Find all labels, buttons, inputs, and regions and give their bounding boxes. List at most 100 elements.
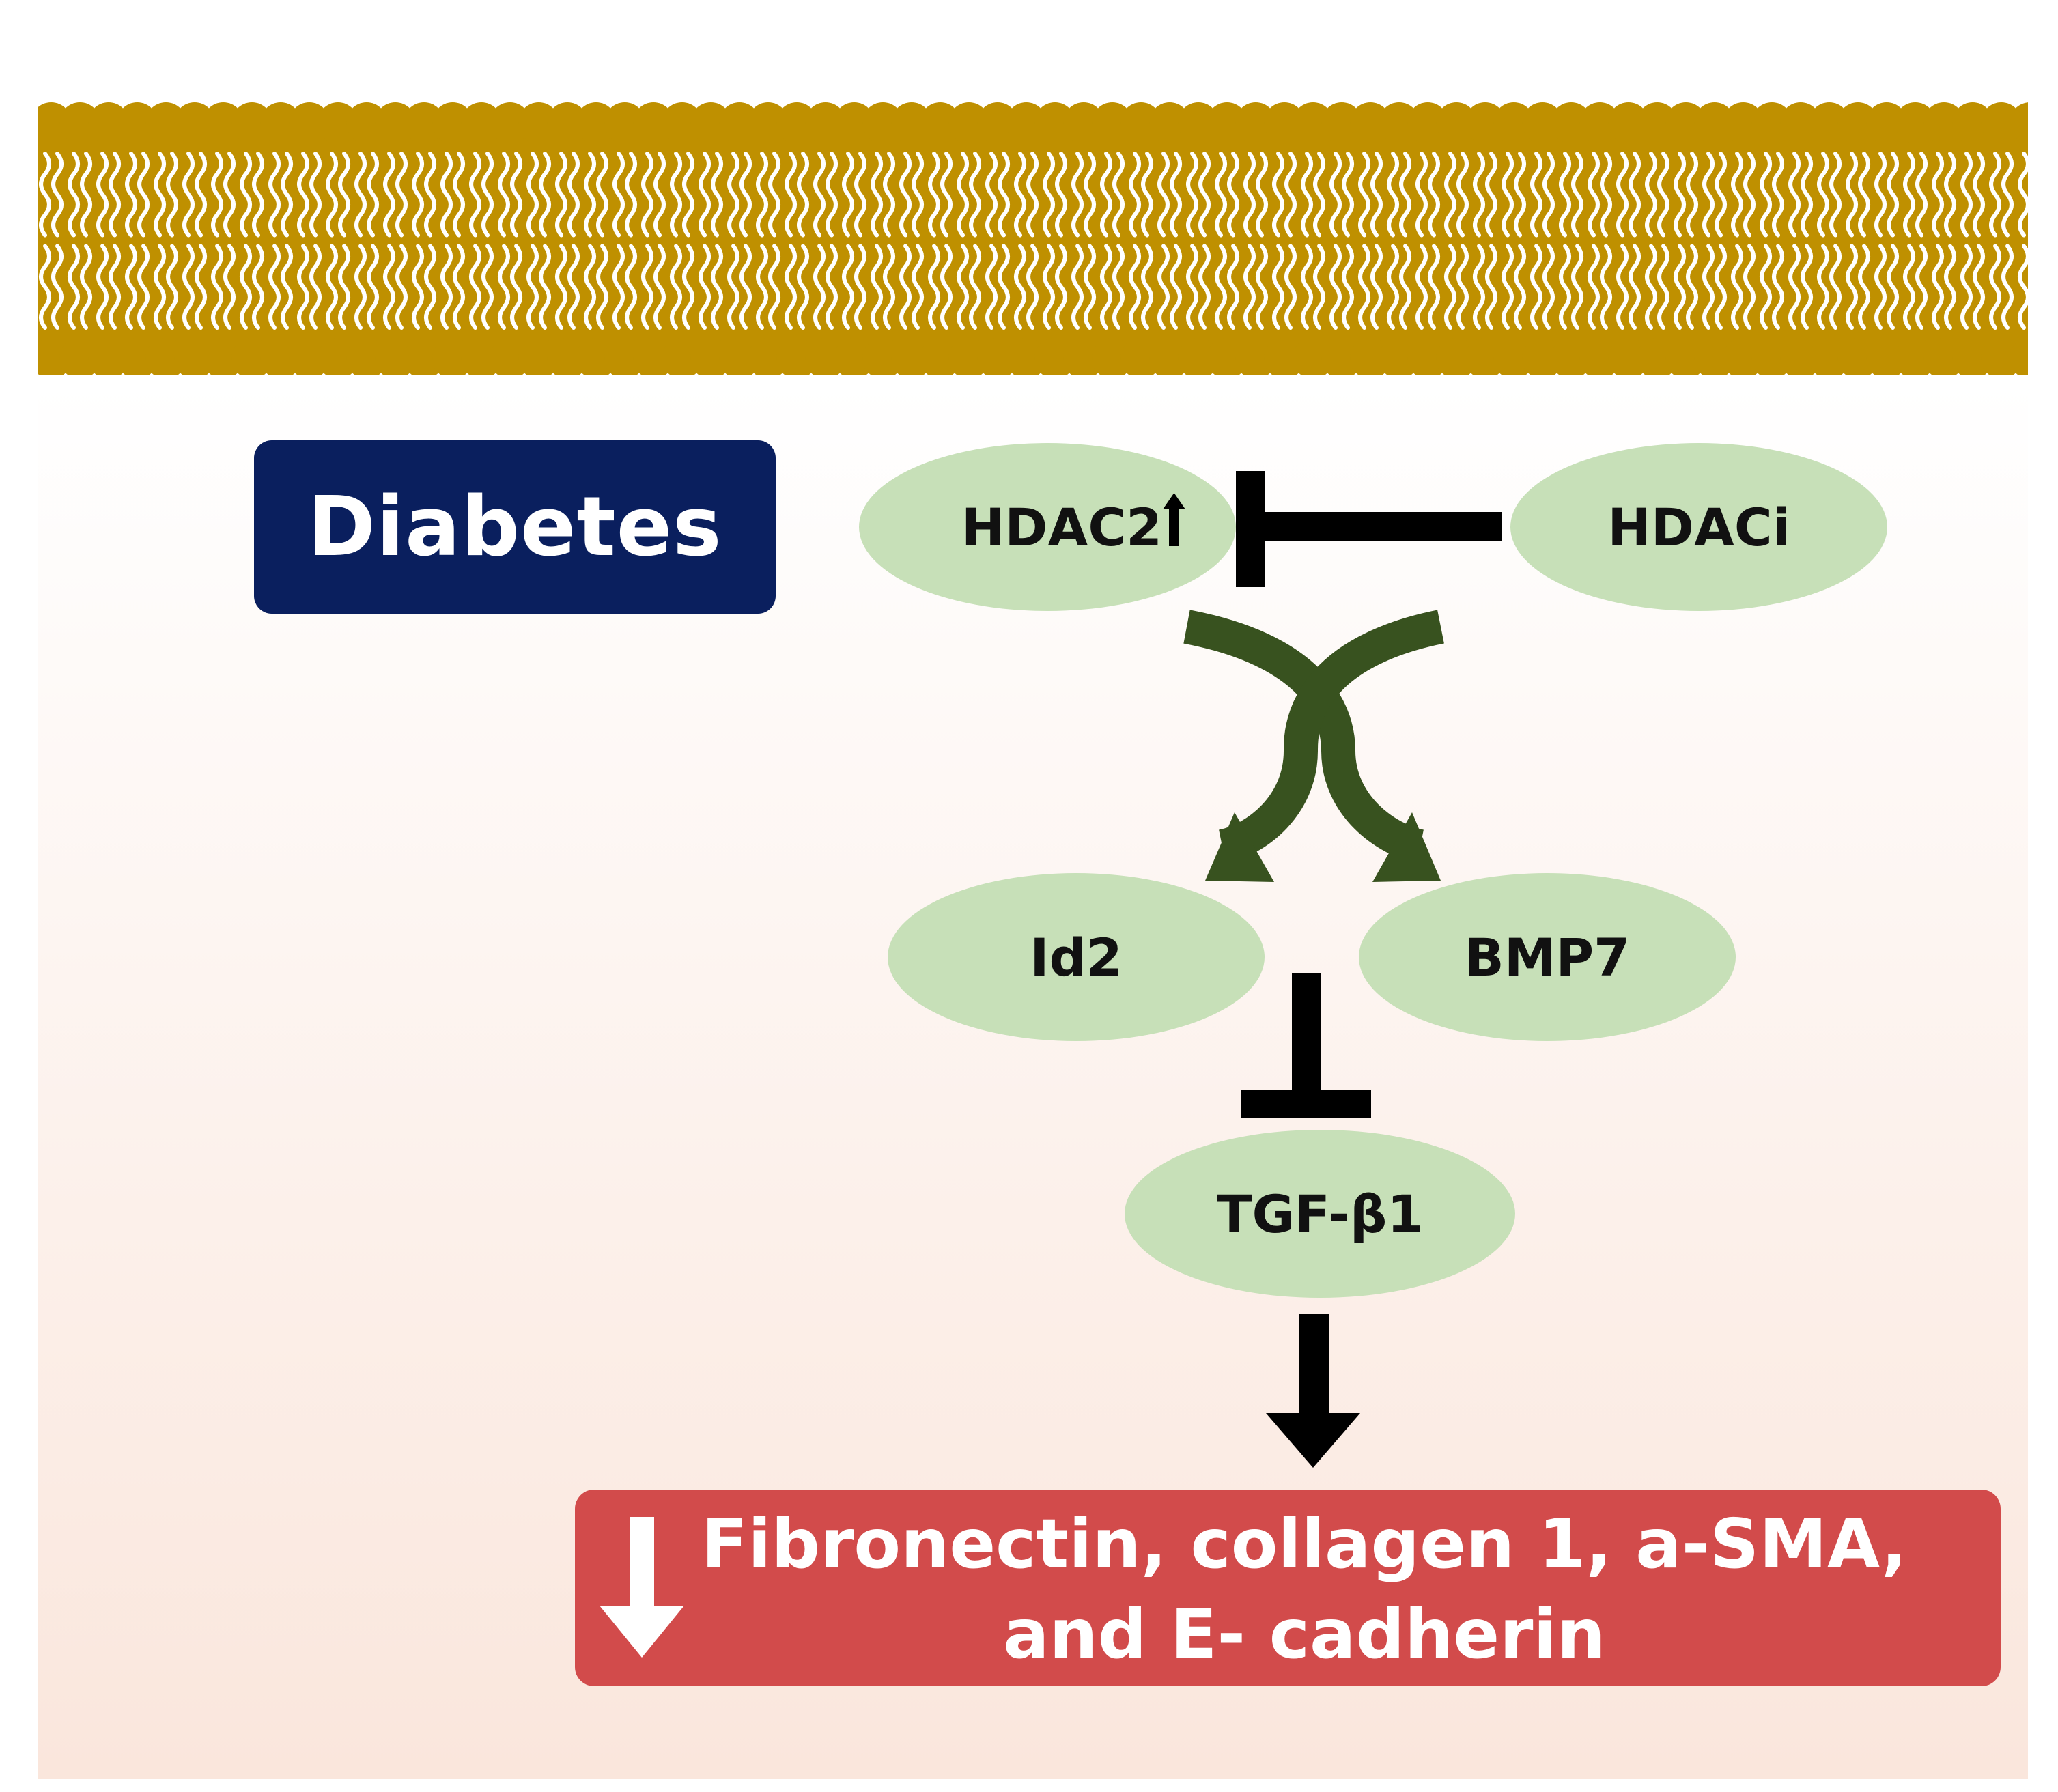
lipid-tail <box>1284 152 1297 238</box>
lipid-tail <box>1760 244 1772 330</box>
lipid-tail <box>1313 244 1325 330</box>
lipid-tail <box>1186 152 1198 238</box>
lipid-tail <box>1071 244 1084 330</box>
lipid-head-outer <box>1522 102 1563 143</box>
lipid-tail <box>211 152 223 238</box>
lipid-head-outer <box>346 102 387 143</box>
lipid-tail <box>813 244 826 330</box>
lipid-tail <box>1485 152 1497 238</box>
lipid-tail <box>1301 244 1313 330</box>
lipid-tail <box>998 244 1010 330</box>
arrowhead-bmp7 <box>1372 812 1441 882</box>
hdaci-inhibits-hdac2 <box>1236 471 1502 587</box>
lipid-tail <box>768 244 780 330</box>
lipid-head-outer <box>1178 102 1219 143</box>
lipid-tail <box>195 244 207 330</box>
lipid-tail <box>1686 152 1698 238</box>
lipid-head-outer <box>1551 102 1592 143</box>
lipid-head-outer <box>776 102 817 143</box>
lipid-tail <box>68 244 80 330</box>
lipid-tail <box>1571 244 1583 330</box>
lipid-tail <box>912 152 924 238</box>
lipid-tail <box>469 152 481 238</box>
lipid-tail <box>481 244 494 330</box>
lipid-tail <box>1071 152 1084 238</box>
lipid-tail <box>1973 244 1985 330</box>
lipid-tail <box>195 152 207 238</box>
lipid-tail <box>252 244 264 330</box>
lipid-tail <box>842 152 854 238</box>
lipid-tail <box>1760 152 1772 238</box>
lipid-head-outer <box>432 102 473 143</box>
lipid-tail <box>1129 152 1141 238</box>
lipid-tail <box>1043 244 1055 330</box>
lipid-tail <box>1588 152 1600 238</box>
lipid-tail <box>1215 152 1227 238</box>
lipid-head-outer <box>1866 102 1907 143</box>
lipid-tail <box>1702 244 1715 330</box>
lipid-tail <box>928 152 940 238</box>
lipid-tail <box>1502 152 1514 238</box>
lipid-tail <box>424 152 436 238</box>
lipid-tail <box>539 244 551 330</box>
lipid-tail <box>1370 152 1383 238</box>
diabetes-box: Diabetes <box>254 440 776 614</box>
lipid-tail <box>899 152 912 238</box>
lipid-head-outer <box>1895 102 1936 143</box>
lipid-tail <box>826 152 838 238</box>
lipid-tail <box>625 244 637 330</box>
lipid-tail <box>1256 152 1268 238</box>
hdaci-node <box>1510 443 1887 611</box>
lipid-tail <box>1989 244 2001 330</box>
lipid-tail <box>1629 152 1641 238</box>
outcome-text: Fibronectin, collagen 1, a-SMA, and E- c… <box>690 1501 1919 1678</box>
hdaci-label: HDACi <box>1607 496 1790 558</box>
lipid-tail <box>1473 244 1485 330</box>
lipid-head-outer <box>375 102 416 143</box>
lipid-tail <box>797 152 809 238</box>
lipid-tail <box>871 244 883 330</box>
lipid-tail <box>555 152 567 238</box>
lipid-tail <box>1542 152 1555 238</box>
lipid-tail <box>1817 244 1829 330</box>
lipid-tail <box>252 152 264 238</box>
lipid-tail <box>96 244 109 330</box>
lipid-tail <box>498 244 510 330</box>
lipid-tail <box>1370 244 1383 330</box>
lipid-tail <box>1788 152 1801 238</box>
lipid-tail <box>670 244 682 330</box>
lipid-tail <box>268 152 281 238</box>
lipid-tail <box>1415 244 1428 330</box>
lipid-head-outer <box>920 102 961 143</box>
lipid-tail <box>1272 152 1284 238</box>
lipid-tail <box>596 152 608 238</box>
lipid-tail <box>510 244 522 330</box>
lipid-head-outer <box>231 102 272 143</box>
lipid-tail <box>1629 244 1641 330</box>
lipid-head-outer <box>662 102 703 143</box>
lipid-tail <box>1743 244 1756 330</box>
lipid-tail <box>1157 244 1170 330</box>
lipid-tail <box>1444 152 1456 238</box>
lipid-tail <box>1616 244 1629 330</box>
lipid-head-outer <box>1981 102 2022 143</box>
lipid-tail <box>1026 244 1039 330</box>
lipid-tail <box>1559 152 1571 238</box>
lipid-tail <box>1284 244 1297 330</box>
lipid-tail <box>1715 152 1727 238</box>
lipid-tail <box>125 244 137 330</box>
lipid-head-outer <box>1837 102 1878 143</box>
lipid-tail <box>1055 244 1067 330</box>
lipid-tail <box>1657 244 1669 330</box>
tgfb1-drives-outcome <box>1266 1314 1360 1468</box>
lipid-tail <box>1014 152 1026 238</box>
lipid-tail <box>641 152 653 238</box>
id2-node <box>888 873 1265 1041</box>
lipid-tail <box>1329 244 1342 330</box>
lipid-head-outer <box>576 102 617 143</box>
lipid-tail <box>1715 244 1727 330</box>
lipid-tail <box>453 152 465 238</box>
lipid-tail <box>1399 152 1411 238</box>
lipid-tail <box>39 244 51 330</box>
